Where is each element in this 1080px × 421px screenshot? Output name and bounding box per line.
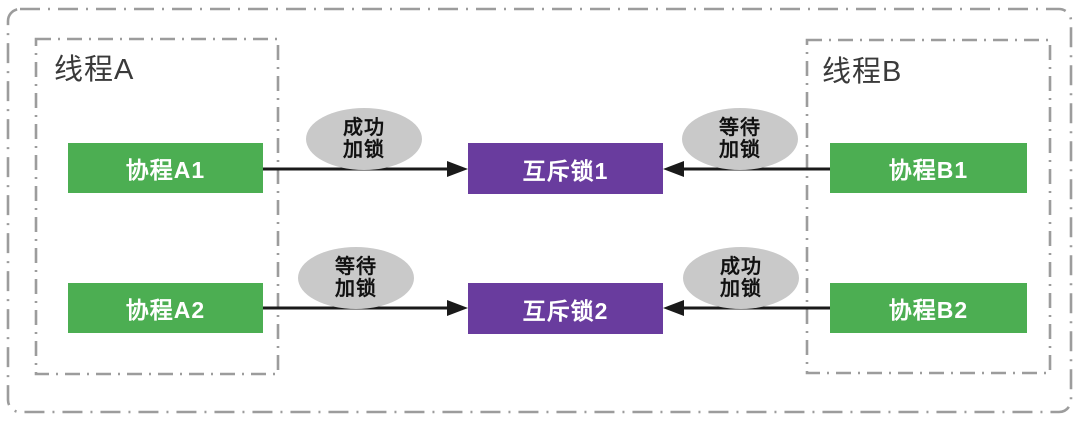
coroutine-a1-label: 协程A1 [125, 157, 206, 183]
edge-status-a1-line1: 成功 [343, 116, 385, 139]
coroutine-b2-label: 协程B2 [888, 297, 969, 323]
thread-b-label: 线程B [822, 56, 903, 88]
mutex-1-label: 互斥锁1 [522, 157, 609, 184]
edge-status-a2-line2: 加锁 [335, 278, 377, 300]
edge-status-b1-mutex1: 等待 加锁 [682, 108, 798, 170]
edge-status-b2-line1: 成功 [720, 255, 762, 278]
coroutine-a2-box: 协程A2 [68, 283, 263, 333]
coroutine-b1-box: 协程B1 [830, 143, 1027, 193]
edge-status-a1-mutex1: 成功 加锁 [306, 108, 422, 170]
edge-status-b2-line2: 加锁 [720, 278, 762, 300]
edge-status-b1-line1: 等待 [719, 116, 761, 139]
coroutine-b2-box: 协程B2 [830, 283, 1027, 333]
outer-boundary [6, 7, 1073, 414]
thread-a-label: 线程A [54, 54, 135, 86]
thread-a-container-border [34, 37, 280, 376]
thread-b-container-border [805, 38, 1052, 375]
mutex-1-box: 互斥锁1 [468, 143, 663, 194]
edge-status-a2-line1: 等待 [335, 255, 377, 278]
edge-status-b2-mutex2: 成功 加锁 [683, 247, 799, 309]
edge-status-b1-line2: 加锁 [719, 139, 761, 161]
arrowhead-a2-to-mutex2-icon [447, 300, 468, 316]
coroutine-a2-label: 协程A2 [125, 297, 206, 323]
coroutine-b1-label: 协程B1 [888, 157, 969, 183]
arrowhead-a1-to-mutex1-icon [447, 161, 468, 177]
arrowhead-b2-to-mutex2-icon [663, 300, 684, 316]
arrowhead-b1-to-mutex1-icon [663, 161, 684, 177]
edge-status-a1-line2: 加锁 [343, 139, 385, 161]
edge-status-a2-mutex2: 等待 加锁 [298, 247, 414, 309]
mutex-2-box: 互斥锁2 [468, 283, 663, 334]
mutex-2-label: 互斥锁2 [522, 297, 609, 324]
coroutine-a1-box: 协程A1 [68, 143, 263, 193]
